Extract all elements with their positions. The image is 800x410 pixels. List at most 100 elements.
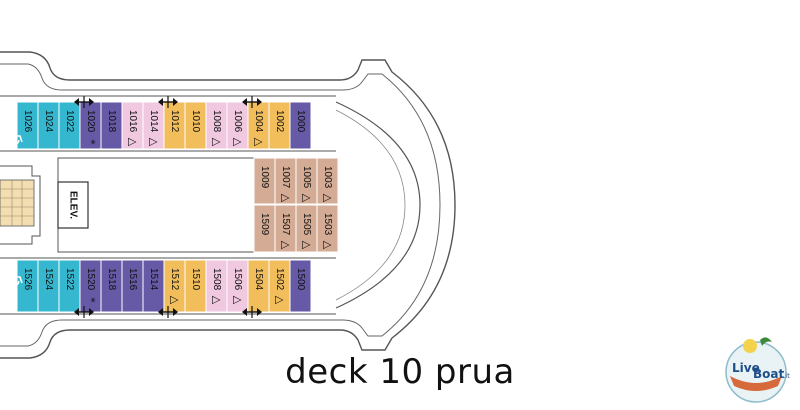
cabin-1500[interactable]: 1500 xyxy=(289,259,312,313)
cabin-1006[interactable]: 1006△ xyxy=(226,101,249,150)
cabin-mark: △ xyxy=(169,296,182,305)
cabin-1503[interactable]: 1503△ xyxy=(316,204,339,253)
cabin-cell xyxy=(316,204,339,253)
cabin-number: 1000 xyxy=(295,110,306,133)
cabin-1026[interactable]: 1026 xyxy=(6,101,39,150)
cabin-mark: △ xyxy=(280,241,293,250)
cabin-1018[interactable]: 1018 xyxy=(100,101,123,150)
cabin-number: 1002 xyxy=(274,110,285,133)
cabin-mark: △ xyxy=(280,194,293,203)
cabin-number: 1514 xyxy=(148,268,159,291)
cabin-number: 1512 xyxy=(169,268,180,291)
wheelchair-icon xyxy=(6,265,23,287)
cabin-number: 1516 xyxy=(127,268,138,291)
cabin-number: 1005 xyxy=(301,166,312,189)
cabin-number: 1503 xyxy=(322,213,333,236)
cabin-1509[interactable]: 1509 xyxy=(253,204,276,253)
cabin-1526[interactable]: 1526 xyxy=(6,259,39,313)
cabin-1003[interactable]: 1003 △ xyxy=(316,157,339,205)
cabin-mark: * xyxy=(85,139,98,145)
cabin-number: 1022 xyxy=(64,110,75,133)
elevator-box xyxy=(57,181,89,229)
cabin-1514[interactable]: 1514 xyxy=(142,259,165,313)
cabin-number: 1518 xyxy=(106,268,117,291)
cabin-1522[interactable]: 1522 xyxy=(58,259,81,313)
cabin-1512[interactable]: 1512 △ xyxy=(163,259,186,313)
cabin-1014[interactable]: 1014 △ xyxy=(142,101,165,150)
double-arrow-icon xyxy=(158,306,178,318)
inner-cabin-row-top: 1009 1007 △ 1005 △ 1003 △ xyxy=(253,157,339,205)
cabin-1508[interactable]: 1508△ xyxy=(205,259,228,313)
cabin-number: 1508 xyxy=(211,268,222,291)
cabin-number: 1020 xyxy=(85,110,96,133)
cabin-mark: △ xyxy=(148,138,161,147)
cabin-number: 1016 xyxy=(127,110,138,133)
double-arrow-icon xyxy=(158,96,178,108)
cabin-mark: △ xyxy=(232,296,245,305)
cabin-mark: △ xyxy=(253,138,266,147)
cabin-number: 1502 xyxy=(274,268,285,291)
hull-inner-line xyxy=(0,63,441,347)
double-arrow-icon xyxy=(74,306,94,318)
cabin-1505[interactable]: 1505△ xyxy=(295,204,318,253)
cabin-number: 1026 xyxy=(22,110,33,133)
cabin-number: 1018 xyxy=(106,110,117,133)
cabin-number: 1506 xyxy=(232,268,243,291)
connecting-markers xyxy=(74,96,262,318)
cabin-number: 1524 xyxy=(43,268,54,291)
logo-text-it: .it xyxy=(783,372,790,380)
cabin-1507[interactable]: 1507 △ xyxy=(274,204,297,253)
cabin-1008[interactable]: 1008 △ xyxy=(205,101,228,150)
cabin-mark: * xyxy=(85,297,98,303)
cabin-1510[interactable]: 1510 xyxy=(184,259,207,313)
bow-curve xyxy=(335,101,421,309)
cabin-mark: △ xyxy=(301,194,314,203)
cabin-1020[interactable]: 1020 * xyxy=(79,101,102,150)
cabin-number: 1008 xyxy=(211,110,222,133)
stairs-icon xyxy=(0,179,35,227)
cabin-1502[interactable]: 1502△ xyxy=(268,259,291,313)
cabin-mark: △ xyxy=(211,138,224,147)
wheelchair-icon xyxy=(6,124,23,146)
cabin-1518[interactable]: 1518 xyxy=(100,259,123,313)
cabin-number: 1500 xyxy=(295,268,306,291)
logo-text-boat: Boat xyxy=(753,367,784,381)
cabin-mark: △ xyxy=(322,194,335,203)
cabin-1516[interactable]: 1516 xyxy=(121,259,144,313)
cabin-1007[interactable]: 1007 △ xyxy=(274,157,297,205)
cabin-1524[interactable]: 1524 xyxy=(37,259,60,313)
cabin-number: 1014 xyxy=(148,110,159,133)
elevator-label: ELEV. xyxy=(67,191,78,219)
cabin-1012[interactable]: 1012 xyxy=(163,101,186,150)
double-arrow-icon xyxy=(242,306,262,318)
cabin-number: 1009 xyxy=(259,166,270,189)
cabin-number: 1504 xyxy=(253,268,264,291)
cabin-cell xyxy=(289,101,312,150)
cabin-number: 1507 xyxy=(280,213,291,236)
hull-outline xyxy=(0,51,456,359)
cabin-number: 1010 xyxy=(190,110,201,133)
stairwell-outline xyxy=(0,165,41,245)
cabin-number: 1509 xyxy=(259,213,270,236)
cabin-1005[interactable]: 1005 △ xyxy=(295,157,318,205)
cabin-1010[interactable]: 1010 xyxy=(184,101,207,150)
cabin-1504[interactable]: 1504 xyxy=(247,259,270,313)
cabin-number: 1006 xyxy=(232,110,243,133)
cabin-number: 1007 xyxy=(280,166,291,189)
cabin-mark: △ xyxy=(127,138,140,147)
cabin-1022[interactable]: 1022 xyxy=(58,101,81,150)
central-block xyxy=(57,157,255,253)
cabin-1024[interactable]: 1024 xyxy=(37,101,60,150)
cabin-number: 1003 xyxy=(322,166,333,189)
cabin-1000[interactable]: 1000 xyxy=(289,101,312,150)
cabin-1004[interactable]: 1004△ xyxy=(247,101,270,150)
cabin-1016[interactable]: 1016 △ xyxy=(121,101,144,150)
cabin-number: 1522 xyxy=(64,268,75,291)
cabin-1002[interactable]: 1002 xyxy=(268,101,291,150)
cabin-number: 1505 xyxy=(301,213,312,236)
cabin-1506[interactable]: 1506 △ xyxy=(226,259,249,313)
cabin-1520[interactable]: 1520* xyxy=(79,259,102,313)
cabin-1009[interactable]: 1009 xyxy=(253,157,276,205)
